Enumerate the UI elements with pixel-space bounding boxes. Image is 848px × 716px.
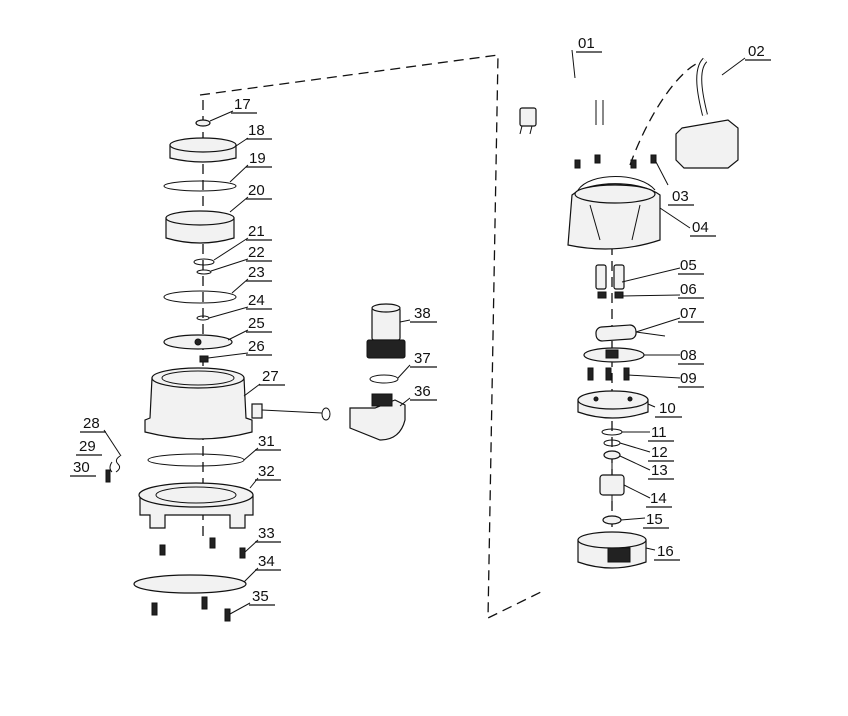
part-19-gasket (163, 180, 237, 192)
part-17-oring (195, 119, 211, 127)
label-26: 26 (248, 338, 265, 355)
label-09: 09 (680, 370, 697, 387)
part-number-labels: 01 02 03 04 05 06 07 08 09 10 11 12 13 1… (70, 35, 771, 606)
part-18-cap (169, 137, 237, 163)
label-20: 20 (248, 182, 265, 199)
part-05-capacitors (595, 264, 625, 290)
label-16: 16 (657, 543, 674, 560)
part-33-screws (159, 537, 246, 559)
label-04: 04 (692, 219, 709, 236)
part-22-ring (196, 269, 212, 275)
part-03-screws (574, 154, 657, 169)
label-24: 24 (248, 292, 265, 309)
label-15: 15 (646, 511, 663, 528)
label-02: 02 (748, 43, 765, 60)
label-29: 29 (79, 438, 96, 455)
part-01-power-cord (519, 78, 604, 151)
label-10: 10 (659, 400, 676, 417)
part-27-pump-body (144, 367, 323, 440)
label-05: 05 (680, 257, 697, 274)
label-06: 06 (680, 281, 697, 298)
label-32: 32 (258, 463, 275, 480)
part-09-screws (587, 367, 630, 381)
label-07: 07 (680, 305, 697, 322)
part-37-gasket (369, 374, 399, 384)
part-02-float-switch (675, 57, 739, 169)
part-14-rotor (599, 462, 625, 510)
part-16-stator-housing (577, 531, 647, 569)
part-35-screws (151, 596, 231, 622)
part-20-oil-chamber (165, 210, 235, 244)
part-10-motor-cover (577, 390, 649, 419)
label-31: 31 (258, 433, 275, 450)
part-32-base (138, 482, 254, 529)
label-22: 22 (248, 244, 265, 261)
part-36-elbow-outlet (321, 393, 406, 441)
label-25: 25 (248, 315, 265, 332)
label-27: 27 (262, 368, 279, 385)
part-08-plate (583, 347, 645, 363)
label-08: 08 (680, 347, 697, 364)
label-21: 21 (248, 223, 265, 240)
leader-lines (103, 49, 746, 615)
label-12: 12 (651, 444, 668, 461)
label-11: 11 (651, 424, 667, 441)
part-23-gasket (163, 290, 237, 304)
label-34: 34 (258, 553, 275, 570)
label-14: 14 (650, 490, 667, 507)
part-26-nut (199, 355, 209, 363)
label-36: 36 (414, 383, 431, 400)
label-38: 38 (414, 305, 431, 322)
label-37: 37 (414, 350, 431, 367)
label-03: 03 (672, 188, 689, 205)
label-35: 35 (252, 588, 269, 605)
part-31-gasket (147, 453, 245, 467)
label-28: 28 (83, 415, 100, 432)
part-21-ring (193, 258, 215, 266)
part-30-pin (105, 469, 111, 483)
label-01: 01 (578, 35, 595, 52)
label-17: 17 (234, 96, 251, 113)
part-15-bearing (602, 515, 622, 525)
label-23: 23 (248, 264, 265, 281)
label-13: 13 (651, 462, 668, 479)
label-33: 33 (258, 525, 275, 542)
part-34-bottom-plate (133, 574, 247, 594)
part-07-capacitor (595, 324, 666, 342)
part-13-bearing (603, 450, 621, 460)
label-30: 30 (73, 459, 90, 476)
part-28-clip (115, 455, 121, 473)
part-06-nuts (597, 291, 624, 299)
part-04-top-cover (567, 176, 661, 250)
label-18: 18 (248, 122, 265, 139)
part-29-hook (109, 461, 113, 473)
label-19: 19 (249, 150, 266, 167)
part-38-hose-adapter (366, 303, 406, 359)
part-25-impeller (163, 334, 233, 350)
